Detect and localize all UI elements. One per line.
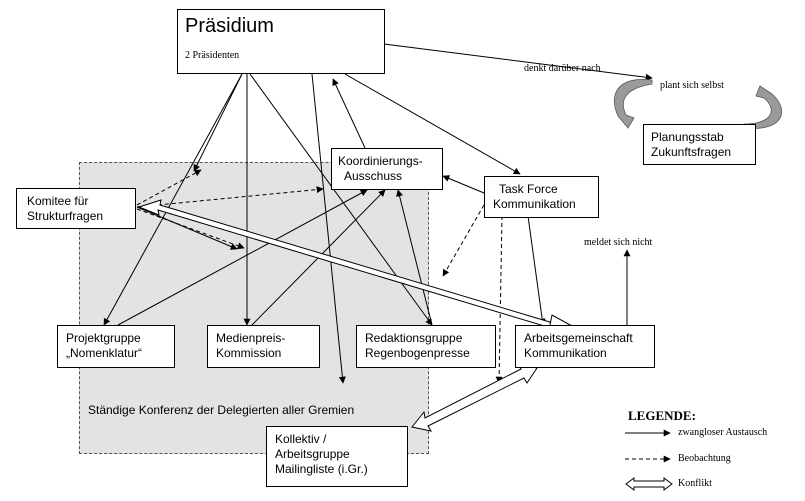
- obs-taskforce-area: [442, 204, 485, 277]
- edge-praesidium-redaktion: [249, 73, 433, 326]
- edge-taskforce-arbeitsgemeinschaft: [527, 215, 546, 326]
- node-arbeitsgemeinschaft: Arbeitsgemeinschaft Kommunikation: [515, 325, 655, 368]
- node-kollektiv-line-3: Mailingliste (i.Gr.): [275, 462, 368, 476]
- node-praesidium: Präsidium 2 Präsidenten: [177, 9, 385, 74]
- node-komitee-line-1: Komitee für: [27, 194, 89, 208]
- node-taskforce-line-1: Task Force: [499, 182, 558, 196]
- label-denkt: denkt darüber nach: [524, 63, 601, 74]
- edge-praesidium-projektgruppe: [103, 73, 243, 326]
- node-redaktion-line-2: Regenbogenpresse: [365, 346, 470, 360]
- edge-redaktion-koordinierung: [396, 189, 433, 326]
- label-meldet: meldet sich nicht: [584, 237, 653, 248]
- node-arbeitsgemeinschaft-line-1: Arbeitsgemeinschaft: [524, 331, 633, 345]
- obs-komitee-koordinierung: [136, 186, 324, 208]
- node-kollektiv: Kollektiv / Arbeitsgruppe Mailingliste (…: [266, 426, 408, 487]
- edge-koordinierung-praesidium: [332, 78, 366, 149]
- node-praesidium-title: Präsidium: [185, 15, 274, 37]
- legend-item-conflict: Konflikt: [678, 478, 712, 489]
- cycle-icon: [613, 79, 782, 129]
- edge-projektgruppe-koordinierung: [117, 189, 368, 326]
- obs-taskforce-kollektiv: [495, 215, 503, 384]
- edge-praesidium-planungsstab: [383, 43, 653, 81]
- node-redaktion: Redaktionsgruppe Regenbogenpresse: [356, 325, 496, 368]
- edge-komitee-projektgruppe: [136, 206, 238, 250]
- node-praesidium-subtitle: 2 Präsidenten: [185, 50, 240, 61]
- konferenz-label: Ständige Konferenz der Delegierten aller…: [88, 403, 355, 417]
- edge-taskforce-koordinierung: [442, 175, 485, 194]
- node-kollektiv-line-1: Kollektiv /: [275, 432, 327, 446]
- node-projektgruppe-line-2: „Nomenklatur“: [66, 346, 143, 360]
- node-medienpreis-line-2: Kommission: [216, 346, 282, 360]
- node-taskforce-line-2: Kommunikation: [493, 197, 576, 211]
- edge-praesidium-komitee: [193, 73, 243, 172]
- obs-komitee-medien: [136, 169, 202, 206]
- node-planungsstab-line-1: Planungsstab: [651, 130, 724, 144]
- edge-praesidium-kollektiv: [311, 73, 346, 384]
- node-projektgruppe-line-1: Projektgruppe: [66, 331, 141, 345]
- obs-komitee-down: [136, 208, 245, 250]
- node-koordinierung-line-1: Koordinierungs-: [338, 154, 423, 168]
- node-redaktion-line-1: Redaktionsgruppe: [365, 331, 463, 345]
- node-komitee-line-2: Strukturfragen: [27, 209, 104, 223]
- legend-item-dashed: Beobachtung: [678, 453, 731, 464]
- legend-item-solid: zwangloser Austausch: [678, 427, 768, 438]
- node-planungsstab-line-2: Zukunftsfragen: [651, 145, 732, 159]
- konferenz-area: [79, 162, 429, 454]
- conflict-kollektiv-arbeitsgemeinschaft: [411, 363, 538, 432]
- node-komitee: Komitee für Strukturfragen: [16, 188, 136, 229]
- legend-lines: [625, 429, 673, 491]
- node-koordinierung-line-2: Ausschuss: [344, 169, 403, 183]
- node-kollektiv-line-2: Arbeitsgruppe: [275, 447, 350, 461]
- node-taskforce: Task Force Kommunikation: [484, 176, 599, 218]
- node-planungsstab: Planungsstab Zukunftsfragen: [643, 124, 756, 165]
- node-projektgruppe: Projektgruppe „Nomenklatur“: [57, 325, 175, 368]
- edge-praesidium-taskforce: [344, 73, 521, 175]
- node-arbeitsgemeinschaft-line-2: Kommunikation: [524, 346, 607, 360]
- node-medienpreis-line-1: Medienpreis-: [216, 331, 286, 345]
- label-plant: plant sich selbst: [660, 80, 724, 91]
- node-medienpreis: Medienpreis- Kommission: [207, 325, 320, 368]
- node-koordinierung: Koordinierungs- Ausschuss: [331, 148, 443, 190]
- legend-title: LEGENDE:: [628, 408, 696, 423]
